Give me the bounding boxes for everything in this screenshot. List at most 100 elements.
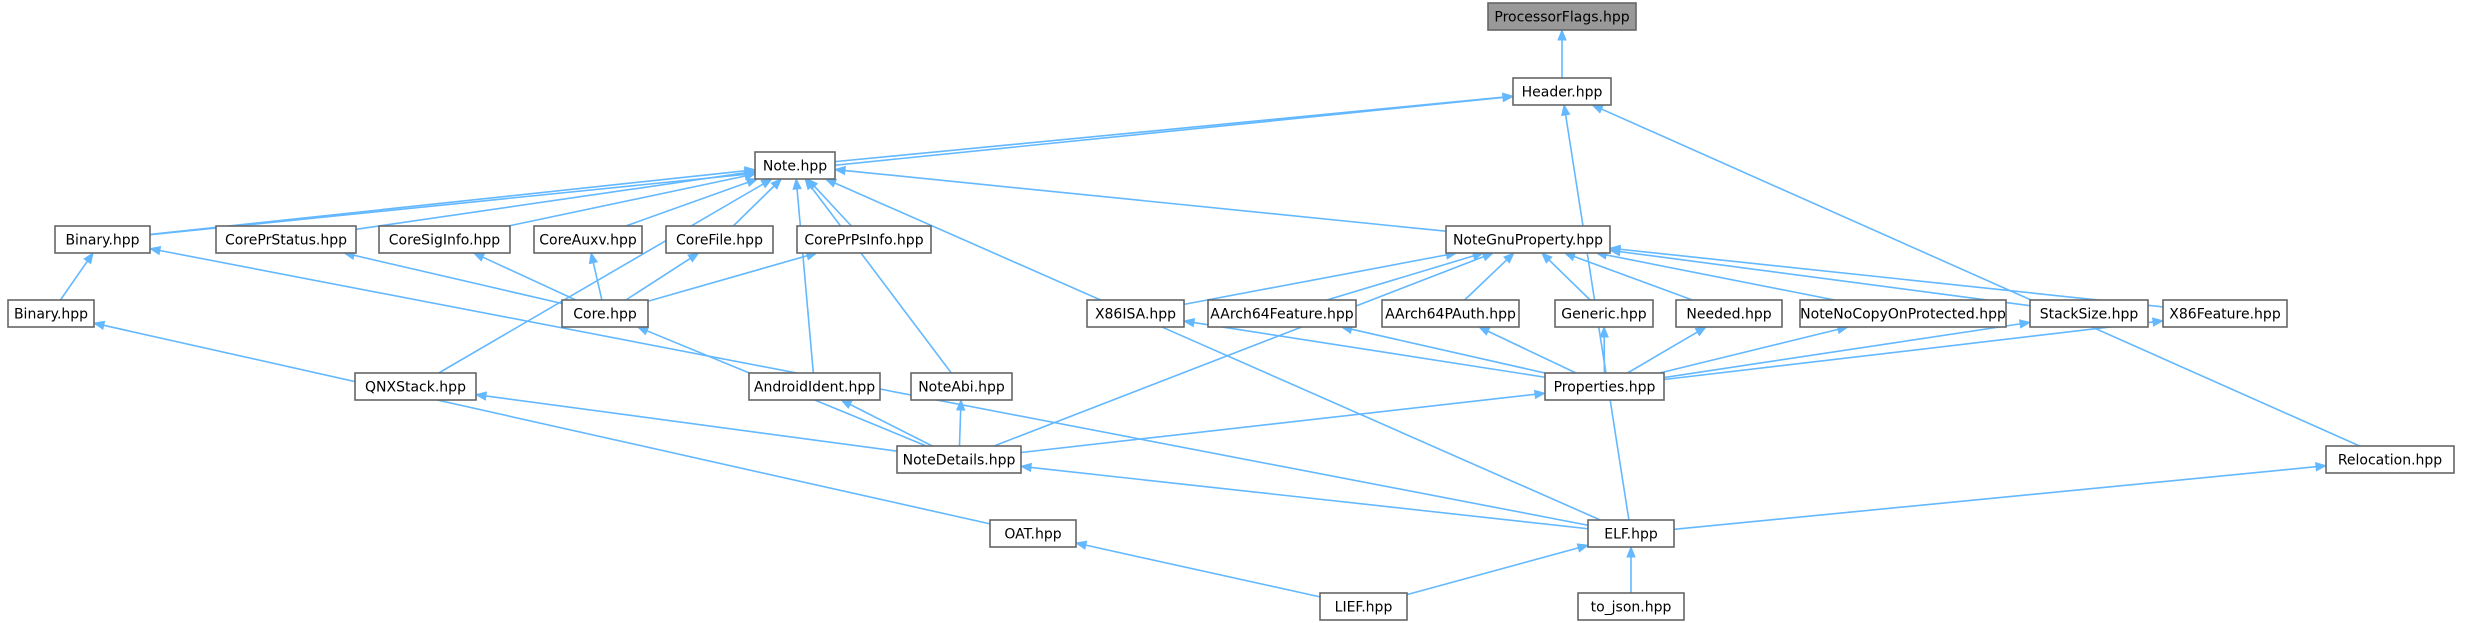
node-label: OAT.hpp xyxy=(1004,527,1061,543)
node-label: X86Feature.hpp xyxy=(2169,307,2281,323)
edge-notedetails-to-androidident xyxy=(840,399,933,447)
node-box xyxy=(378,225,511,254)
node-core[interactable]: Core.hpp xyxy=(561,299,649,328)
node-notegnuproperty[interactable]: NoteGnuProperty.hpp xyxy=(1445,225,1611,254)
node-label: CorePrPsInfo.hpp xyxy=(804,233,923,249)
node-box xyxy=(1445,225,1611,254)
edge-arrowhead xyxy=(1626,545,1636,558)
node-binary2[interactable]: Binary.hpp xyxy=(7,299,95,328)
edge-arrowhead xyxy=(1591,104,1604,114)
edge-line xyxy=(485,395,898,452)
edge-notedetails-to-noteabi xyxy=(955,398,966,447)
node-box xyxy=(561,299,649,328)
edge-arrowhead xyxy=(743,171,757,181)
edge-generic-to-notegnuproperty xyxy=(1540,252,1591,301)
node-tojson[interactable]: to_json.hpp xyxy=(1577,592,1685,621)
edge-arrowhead xyxy=(1576,543,1590,553)
edge-arrowhead xyxy=(745,178,759,187)
node-note[interactable]: Note.hpp xyxy=(754,151,836,180)
edge-elf-to-relocation xyxy=(1673,462,2328,531)
edge-note-to-header xyxy=(834,92,1515,163)
edge-properties-to-aarch64feature xyxy=(1340,324,1546,374)
node-notedetails[interactable]: NoteDetails.hpp xyxy=(896,445,1022,474)
node-x86isa[interactable]: X86ISA.hpp xyxy=(1086,299,1185,328)
node-label: StackSize.hpp xyxy=(2040,307,2139,323)
node-coresiginfo[interactable]: CoreSigInfo.hpp xyxy=(378,225,511,254)
edge-header-to-processorflags xyxy=(1557,28,1567,78)
node-header[interactable]: Header.hpp xyxy=(1512,77,1612,106)
edge-core-to-coreprstatus xyxy=(342,250,563,305)
node-coreprpsinfo[interactable]: CorePrPsInfo.hpp xyxy=(796,225,932,254)
node-corefile[interactable]: CoreFile.hpp xyxy=(665,225,774,254)
node-box xyxy=(1319,592,1408,621)
node-box xyxy=(1799,299,2007,328)
edge-line xyxy=(834,182,1601,521)
edge-line xyxy=(59,260,89,301)
node-notenocopy[interactable]: NoteNoCopyOnProtected.hpp xyxy=(1799,299,2007,328)
edge-properties-to-aarch64pauth xyxy=(1477,326,1577,374)
edge-arrowhead xyxy=(2152,317,2165,327)
nodes-layer: ProcessorFlags.hppHeader.hppNote.hppBina… xyxy=(7,2,2455,621)
edge-arrowhead xyxy=(1502,92,1515,103)
node-elf[interactable]: ELF.hpp xyxy=(1587,519,1675,548)
edge-arrowhead xyxy=(1074,540,1088,550)
edge-properties-to-notenocopy xyxy=(1659,324,1850,374)
node-oat[interactable]: OAT.hpp xyxy=(989,519,1077,548)
edge-properties-to-x86isa xyxy=(1182,317,1546,379)
node-processorflags[interactable]: ProcessorFlags.hpp xyxy=(1487,2,1637,31)
node-coreauxv[interactable]: CoreAuxv.hpp xyxy=(533,225,643,254)
node-label: AndroidIdent.hpp xyxy=(754,380,875,396)
edge-line xyxy=(592,262,603,301)
node-properties[interactable]: Properties.hpp xyxy=(1544,372,1665,401)
edge-corefile-to-note xyxy=(732,178,783,227)
edge-arrowhead xyxy=(1534,389,1547,400)
node-box xyxy=(1544,372,1665,401)
node-box xyxy=(1086,299,1185,328)
edge-arrowhead xyxy=(1019,462,1032,473)
node-label: LIEF.hpp xyxy=(1335,600,1393,616)
node-noteabi[interactable]: NoteAbi.hpp xyxy=(910,372,1013,401)
edge-arrowhead xyxy=(636,326,650,336)
node-qnxstack[interactable]: QNXStack.hpp xyxy=(354,372,477,401)
edge-aarch64pauth-to-notegnuproperty xyxy=(1464,252,1515,301)
node-relocation[interactable]: Relocation.hpp xyxy=(2325,445,2455,474)
edge-line xyxy=(796,188,815,374)
edge-line xyxy=(1030,466,1589,530)
edge-line xyxy=(1627,331,1698,374)
node-x86feature[interactable]: X86Feature.hpp xyxy=(2162,299,2288,328)
node-needed[interactable]: Needed.hpp xyxy=(1675,299,1783,328)
node-box xyxy=(1554,299,1654,328)
edge-properties-to-stacksize xyxy=(1663,319,2032,379)
edge-line xyxy=(1659,328,1839,374)
node-aarch64pauth[interactable]: AArch64PAuth.hpp xyxy=(1381,299,1520,328)
edge-arrowhead xyxy=(770,178,783,190)
edge-line xyxy=(1351,328,1546,374)
edge-arrowhead xyxy=(2315,462,2328,472)
edge-line xyxy=(1619,250,2031,307)
edge-line xyxy=(958,409,962,447)
edge-lief-to-oat xyxy=(1074,540,1321,598)
edge-line xyxy=(1464,259,1508,301)
node-label: NoteNoCopyOnProtected.hpp xyxy=(1800,307,2006,323)
edge-line xyxy=(1601,108,2360,447)
node-label: AArch64Feature.hpp xyxy=(1210,307,1353,323)
edge-core-to-coreprpsinfo xyxy=(647,251,819,302)
node-aarch64feature[interactable]: AArch64Feature.hpp xyxy=(1207,299,1357,328)
node-generic[interactable]: Generic.hpp xyxy=(1554,299,1654,328)
node-box xyxy=(665,225,774,254)
node-binary1[interactable]: Binary.hpp xyxy=(54,225,151,254)
node-box xyxy=(7,299,95,328)
edge-notedetails-to-properties xyxy=(1020,389,1547,454)
edge-line xyxy=(103,324,991,525)
edge-coreprpsinfo-to-note xyxy=(806,178,852,227)
node-androidident[interactable]: AndroidIdent.hpp xyxy=(748,372,881,401)
edge-arrowhead xyxy=(2018,319,2032,329)
node-box xyxy=(2029,299,2149,328)
node-stacksize[interactable]: StackSize.hpp xyxy=(2029,299,2149,328)
node-box xyxy=(354,372,477,401)
edge-line xyxy=(482,256,577,301)
edge-line xyxy=(993,255,1485,447)
edge-line xyxy=(508,175,746,227)
node-coreprstatus[interactable]: CorePrStatus.hpp xyxy=(215,225,357,254)
node-lief[interactable]: LIEF.hpp xyxy=(1319,592,1408,621)
